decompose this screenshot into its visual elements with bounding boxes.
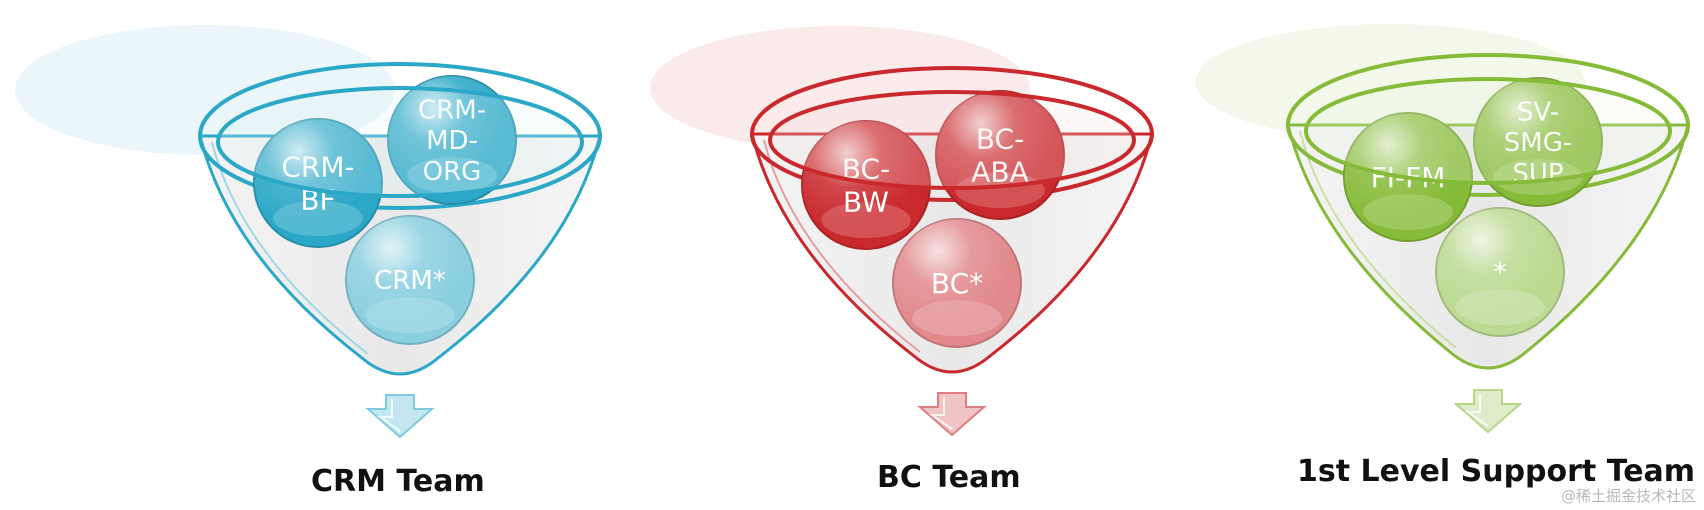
down-arrow-highlight — [1464, 394, 1489, 427]
ball-label-line: BW — [843, 185, 889, 218]
ball-reflection — [365, 297, 455, 334]
funnel-ball: BC* — [892, 218, 1022, 348]
funnel-inner-edge — [763, 139, 921, 353]
ball-reflection — [407, 157, 497, 194]
ball-reflection — [821, 202, 911, 239]
down-arrow-icon — [917, 392, 987, 437]
ball-label-line: CRM- — [281, 150, 354, 183]
ball-reflection — [1455, 289, 1545, 326]
funnel-ball: * — [1435, 207, 1565, 337]
funnel-rim-inner — [1304, 77, 1672, 185]
funnel-ball: CRM-BF — [253, 118, 383, 248]
funnel-rim-outer — [1286, 53, 1690, 197]
funnel-title-crm-team: CRM Team — [311, 464, 485, 499]
funnel-rim-inner — [216, 86, 584, 198]
ball-label: BC* — [931, 267, 983, 300]
funnel-ball: SV-SMG-SUP — [1473, 77, 1603, 207]
ball-label-line: * — [1494, 258, 1507, 288]
ball-label-line: CRM* — [374, 266, 446, 296]
funnel-rim-inner — [768, 90, 1136, 190]
funnel-title-bc-team: BC Team — [877, 460, 1021, 495]
funnel-inner-edge — [1299, 130, 1457, 349]
ball-label-line: MD- — [426, 126, 478, 156]
ball-reflection — [1493, 159, 1583, 196]
ball-label-line: CRM- — [418, 95, 486, 125]
ball-label-line: ORG — [423, 157, 482, 187]
down-arrow-highlight — [376, 399, 401, 432]
watermark-text: @稀土掘金技术社区 — [1560, 487, 1696, 505]
ball-reflection — [955, 172, 1045, 209]
funnel-ball: BC-BW — [801, 120, 931, 250]
ball-label: CRM-MD-ORG — [418, 95, 486, 186]
ball-label-line: SMG- — [1504, 128, 1572, 158]
ball-label-line: BC* — [931, 267, 983, 300]
down-arrow-highlight — [928, 397, 953, 430]
ball-reflection — [273, 200, 363, 237]
funnel-ball: CRM-MD-ORG — [387, 75, 517, 205]
funnel-ball: CRM* — [345, 215, 475, 345]
ball-label: SV-SMG-SUP — [1504, 97, 1572, 188]
ball-label: * — [1494, 258, 1507, 288]
ball-label-line: SV- — [1517, 97, 1559, 127]
ball-reflection — [1363, 194, 1453, 231]
down-arrow-icon — [365, 394, 435, 439]
down-arrow-icon — [1453, 389, 1523, 434]
ball-reflection — [912, 300, 1002, 337]
ball-label: CRM* — [374, 266, 446, 296]
funnel-rim-outer — [198, 62, 602, 210]
funnel-backdrop-shadow — [650, 26, 1030, 150]
funnel-title-1st-level-support-team: 1st Level Support Team — [1297, 454, 1696, 489]
funnel-rim-outer — [750, 66, 1154, 202]
ball-label-line: BC- — [976, 122, 1024, 155]
